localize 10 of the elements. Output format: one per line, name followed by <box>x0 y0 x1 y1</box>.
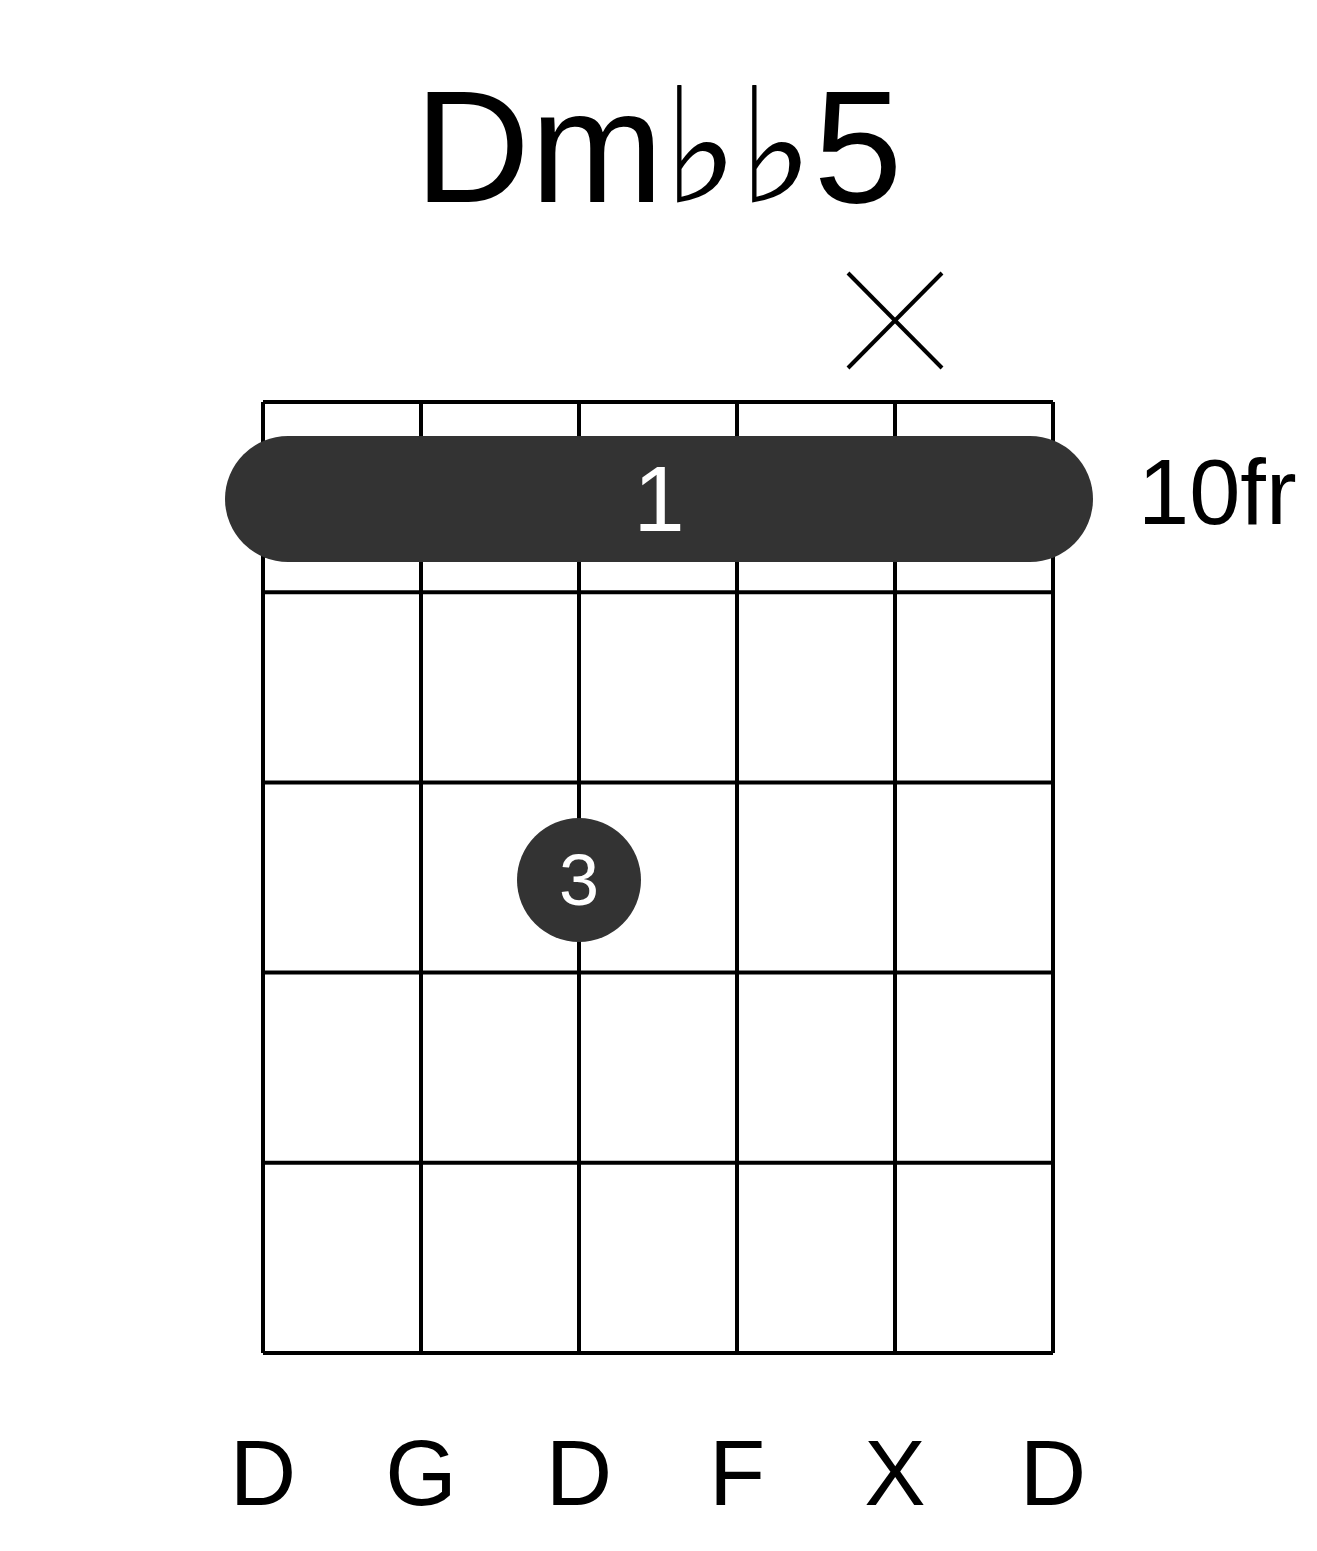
finger-dot: 3 <box>517 818 641 942</box>
string-name: G <box>385 1427 457 1519</box>
string-name: D <box>229 1427 297 1519</box>
string-name: D <box>545 1427 613 1519</box>
fret-number: 10fr <box>1138 446 1297 538</box>
barre-bar: 1 <box>225 436 1093 562</box>
string-name: D <box>1019 1427 1087 1519</box>
chord-title: Dm♭♭5 <box>413 62 904 232</box>
string-name: F <box>708 1427 766 1519</box>
string-name: X <box>864 1427 926 1519</box>
